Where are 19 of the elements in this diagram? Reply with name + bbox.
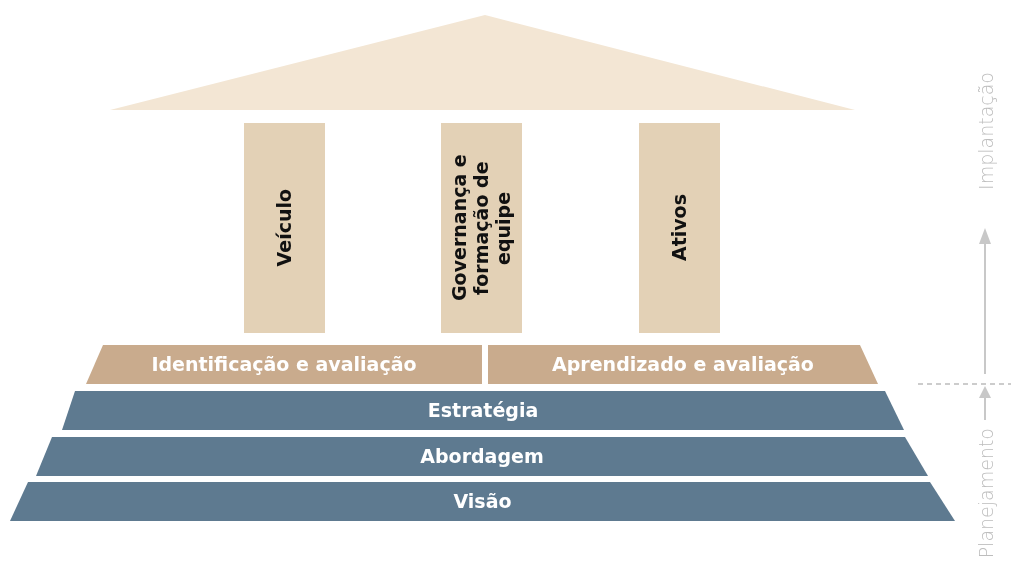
roof-shape: [110, 15, 855, 110]
band-label: Identificação e avaliação: [151, 353, 417, 376]
band-label: Visão: [453, 490, 512, 513]
pillar: [244, 123, 325, 333]
beam: [488, 345, 878, 384]
pillar: [639, 123, 720, 333]
foundation-band: [36, 437, 928, 476]
pillar: [441, 123, 522, 333]
foundation-band: [62, 391, 904, 430]
pillar-label: Governança e formação de equipe: [448, 153, 515, 304]
phase-label: Implantação: [975, 72, 997, 190]
band-label: Aprendizado e avaliação: [552, 353, 814, 376]
band-label: Abordagem: [420, 445, 544, 468]
foundation-band: [10, 482, 955, 521]
phase-label: Planejamento: [975, 428, 997, 559]
pillar-label: Ativos: [668, 194, 691, 262]
beam: [86, 345, 482, 384]
band-label: Estratégia: [427, 399, 539, 422]
pillar-label: Veículo: [273, 189, 296, 267]
